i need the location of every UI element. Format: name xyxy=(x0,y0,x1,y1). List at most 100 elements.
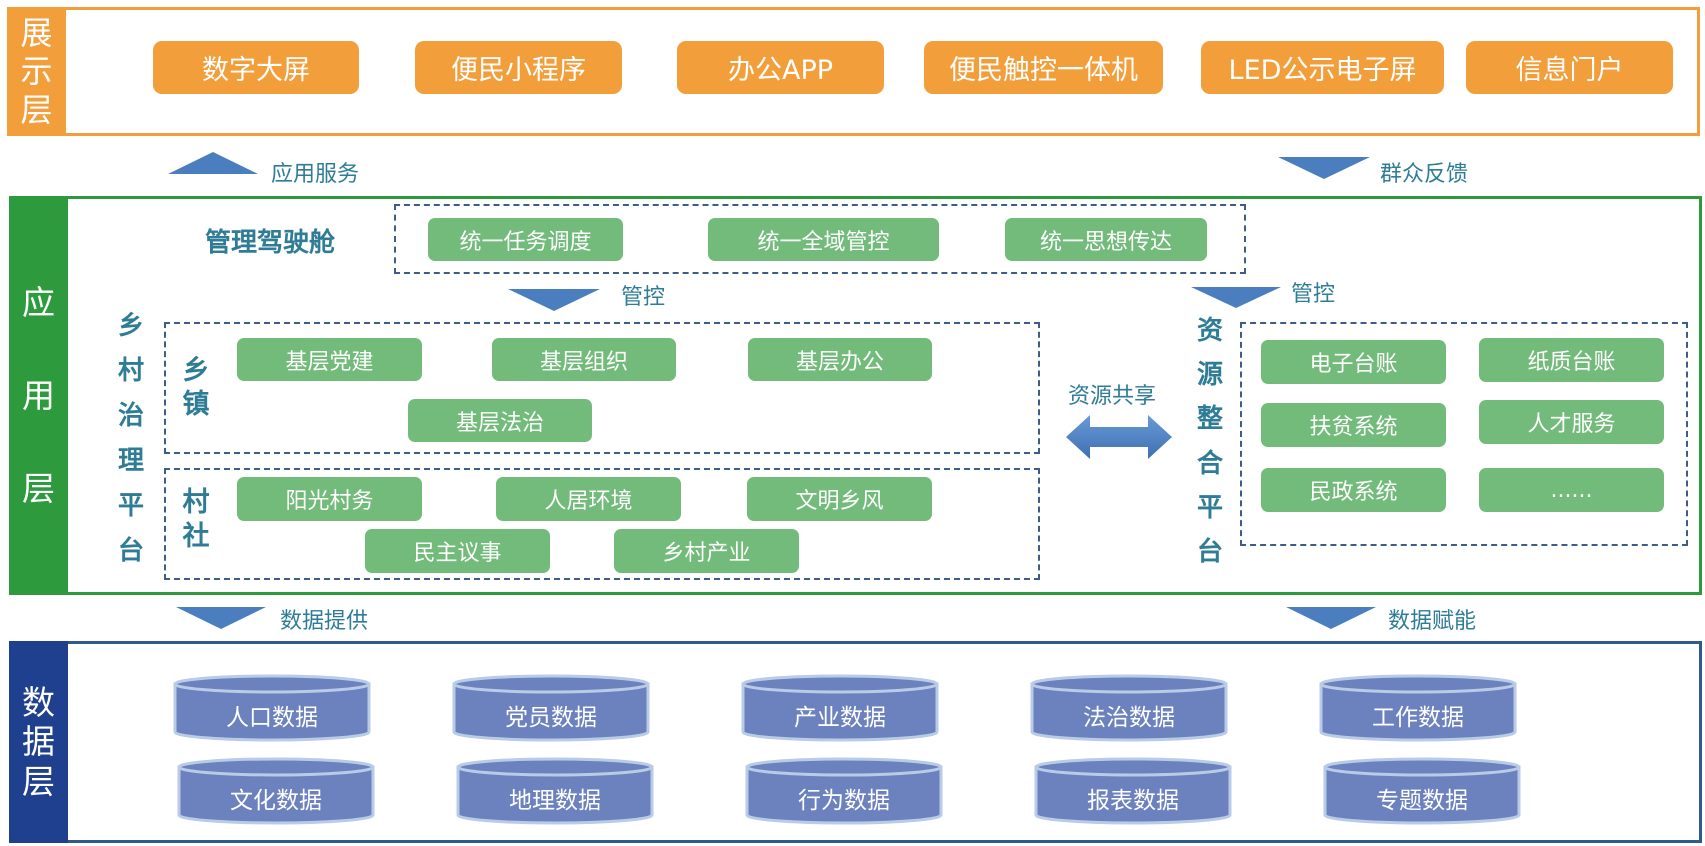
rural-platform-title-char: 平 xyxy=(117,491,144,521)
village-item-living-environment[interactable]: 人居环境 xyxy=(496,477,681,521)
database-cylinder-icon xyxy=(741,674,939,742)
rural-platform-title-char: 村 xyxy=(117,356,144,386)
database-cylinder-icon xyxy=(1030,674,1228,742)
display-item-office-app[interactable]: 办公APP xyxy=(677,41,884,94)
township-label-char: 镇 xyxy=(182,388,210,420)
resource-sharing-label: 资源共享 xyxy=(1068,384,1157,409)
database-cylinder-icon xyxy=(177,757,375,825)
resource-item-talent-service[interactable]: 人才服务 xyxy=(1479,400,1664,444)
data-item-culture[interactable]: 文化数据 xyxy=(177,757,375,825)
data-layer-label-char: 层 xyxy=(22,761,55,801)
resource-item-poverty-system[interactable]: 扶贫系统 xyxy=(1261,403,1446,447)
resource-panel xyxy=(1240,322,1688,546)
data-item-label: 文化数据 xyxy=(230,788,322,814)
application-layer xyxy=(9,196,1702,595)
resource-platform-title-char: 平 xyxy=(1196,492,1223,523)
control-label-left: 管控 xyxy=(621,285,666,310)
database-cylinder-icon xyxy=(456,757,654,825)
village-item-democratic-deliberation[interactable]: 民主议事 xyxy=(365,529,550,573)
rural-platform-title: 乡 村 治 理 平 台 xyxy=(114,305,148,567)
data-item-population[interactable]: 人口数据 xyxy=(173,674,371,742)
data-item-label: 党员数据 xyxy=(505,705,597,731)
resource-platform-title-char: 资 xyxy=(1196,316,1223,346)
display-item-mini-program[interactable]: 便民小程序 xyxy=(415,41,622,94)
display-item-led-screen[interactable]: LED公示电子屏 xyxy=(1201,41,1444,94)
rural-platform-title-char: 乡 xyxy=(117,311,144,341)
resource-item-civil-affairs-system[interactable]: 民政系统 xyxy=(1261,468,1446,512)
village-item-civilized-customs[interactable]: 文明乡风 xyxy=(747,477,932,521)
cockpit-item-task-dispatch[interactable]: 统一任务调度 xyxy=(428,218,623,261)
resource-platform-title-char: 源 xyxy=(1196,360,1223,391)
display-layer-label: 展 示 层 xyxy=(7,7,66,136)
resource-platform-title: 资 源 整 合 平 台 xyxy=(1193,310,1227,568)
village-item-open-affairs[interactable]: 阳光村务 xyxy=(237,477,422,521)
township-item-organization[interactable]: 基层组织 xyxy=(492,338,676,381)
village-label-char: 村 xyxy=(182,487,210,518)
application-layer-label-char: 用 xyxy=(22,376,55,415)
application-layer-label: 应 用 层 xyxy=(9,196,68,595)
data-layer-label-char: 据 xyxy=(22,722,55,762)
cockpit-title: 管理驾驶舱 xyxy=(205,228,336,258)
township-panel xyxy=(164,322,1040,454)
data-item-geography[interactable]: 地理数据 xyxy=(456,757,654,825)
township-label-char: 乡 xyxy=(182,355,210,386)
resource-item-electronic-ledger[interactable]: 电子台账 xyxy=(1261,340,1446,384)
data-item-topic[interactable]: 专题数据 xyxy=(1323,757,1521,825)
township-label: 乡 镇 xyxy=(179,354,213,422)
village-panel xyxy=(164,468,1040,580)
resource-platform-title-char: 台 xyxy=(1196,536,1223,567)
application-layer-label-char: 应 xyxy=(22,283,55,322)
database-cylinder-icon xyxy=(173,674,371,742)
data-item-industry[interactable]: 产业数据 xyxy=(741,674,939,742)
data-layer-label: 数 据 层 xyxy=(9,641,68,843)
application-layer-label-char: 层 xyxy=(22,469,55,508)
arrow-down-icon xyxy=(1278,157,1370,179)
database-cylinder-icon xyxy=(1323,757,1521,825)
rural-platform-title-char: 台 xyxy=(117,536,144,566)
data-item-party-member[interactable]: 党员数据 xyxy=(452,674,650,742)
flow-label-data-empowerment: 数据赋能 xyxy=(1388,609,1477,634)
village-item-rural-industry[interactable]: 乡村产业 xyxy=(614,529,799,573)
database-cylinder-icon xyxy=(1034,757,1232,825)
display-item-info-portal[interactable]: 信息门户 xyxy=(1466,41,1673,94)
data-item-work[interactable]: 工作数据 xyxy=(1319,674,1517,742)
rural-platform-title-char: 治 xyxy=(117,401,144,431)
arrow-down-icon xyxy=(1286,607,1376,629)
township-item-party-building[interactable]: 基层党建 xyxy=(237,338,422,381)
cockpit-item-ideology-delivery[interactable]: 统一思想传达 xyxy=(1005,218,1207,261)
township-item-rule-of-law[interactable]: 基层法治 xyxy=(408,399,592,442)
double-arrow-icon xyxy=(1066,415,1172,459)
display-layer-label-char: 示 xyxy=(20,52,53,91)
village-label: 村 社 xyxy=(179,486,213,554)
data-item-label: 工作数据 xyxy=(1372,705,1464,731)
data-item-behavior[interactable]: 行为数据 xyxy=(745,757,943,825)
data-layer-label-char: 数 xyxy=(22,682,55,722)
data-item-label: 法治数据 xyxy=(1083,705,1175,731)
rural-platform-title-char: 理 xyxy=(117,446,144,476)
database-cylinder-icon xyxy=(452,674,650,742)
arrow-up-icon xyxy=(168,152,258,174)
display-layer-label-char: 展 xyxy=(20,13,53,52)
data-item-label: 报表数据 xyxy=(1087,788,1179,814)
database-cylinder-icon xyxy=(745,757,943,825)
arrow-down-icon xyxy=(508,289,600,311)
data-item-label: 行为数据 xyxy=(798,788,890,814)
display-layer-label-char: 层 xyxy=(20,90,53,129)
resource-platform-title-char: 合 xyxy=(1196,448,1223,479)
data-item-rule-of-law[interactable]: 法治数据 xyxy=(1030,674,1228,742)
resource-item-paper-ledger[interactable]: 纸质台账 xyxy=(1479,338,1664,382)
display-item-digital-screen[interactable]: 数字大屏 xyxy=(153,41,359,94)
display-item-touch-kiosk[interactable]: 便民触控一体机 xyxy=(924,41,1163,94)
control-label-right: 管控 xyxy=(1291,282,1336,307)
data-item-label: 地理数据 xyxy=(509,788,601,814)
flow-label-data-provision: 数据提供 xyxy=(280,609,369,634)
cockpit-item-global-control[interactable]: 统一全域管控 xyxy=(708,218,939,261)
data-item-label: 产业数据 xyxy=(794,705,886,731)
resource-item-more[interactable]: ...... xyxy=(1479,468,1664,512)
township-item-office[interactable]: 基层办公 xyxy=(748,338,932,381)
flow-label-application-service: 应用服务 xyxy=(271,162,360,187)
resource-platform-title-char: 整 xyxy=(1196,404,1223,435)
arrow-down-icon xyxy=(176,607,266,629)
data-item-report[interactable]: 报表数据 xyxy=(1034,757,1232,825)
database-cylinder-icon xyxy=(1319,674,1517,742)
